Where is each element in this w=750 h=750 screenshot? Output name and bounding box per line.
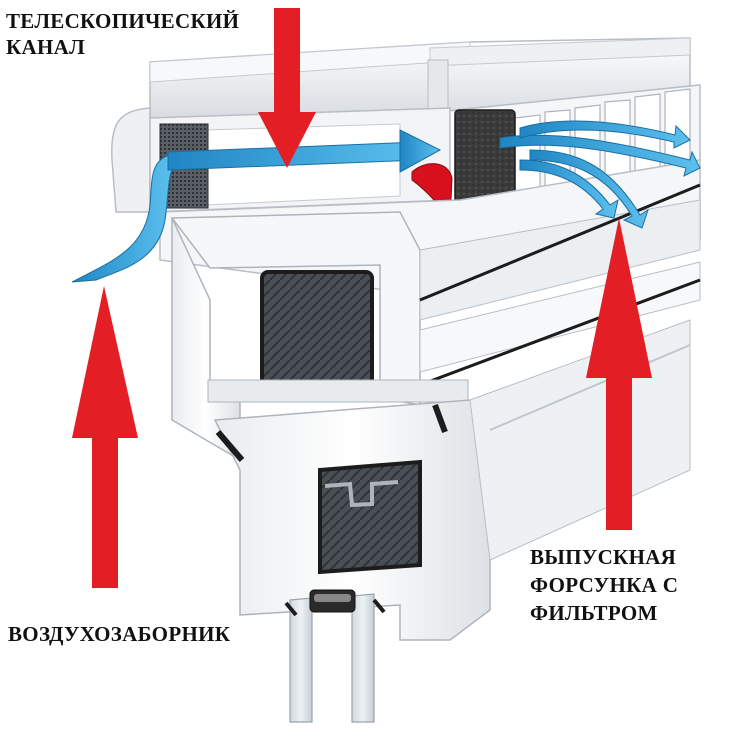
red-arrow-down-icon xyxy=(258,8,316,168)
glass-unit xyxy=(284,589,386,723)
outlet-nozzle-label-line: ФИЛЬТРОМ xyxy=(530,601,658,625)
red-arrow-up-icon xyxy=(72,286,138,588)
sash-profile xyxy=(213,319,691,641)
telescopic-channel-label: ТЕЛЕСКОПИЧЕСКИЙ КАНАЛ xyxy=(6,8,239,60)
reinforcement-chamber xyxy=(260,270,374,392)
air-intake-label: ВОЗДУХОЗАБОРНИК xyxy=(8,622,231,646)
outlet-nozzle-label-line: ВЫПУСКНАЯ xyxy=(530,545,677,569)
red-arrow-up-icon xyxy=(586,218,652,530)
blue-airflow-arrow-icon xyxy=(71,120,701,283)
telescopic-channel-label-line: КАНАЛ xyxy=(6,35,86,59)
channel-cover xyxy=(110,107,151,213)
telescopic-channel-label-line: ТЕЛЕСКОПИЧЕСКИЙ xyxy=(6,9,240,33)
outlet-nozzle-label: ВЫПУСКНАЯ ФОРСУНКА С ФИЛЬТРОМ xyxy=(530,543,678,627)
outlet-nozzle-label-line: ФОРСУНКА С xyxy=(530,573,679,597)
